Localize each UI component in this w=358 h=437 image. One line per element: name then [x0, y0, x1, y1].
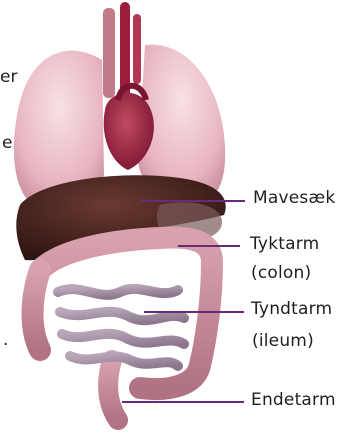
label-endetarm: Endetarm: [251, 390, 336, 410]
label-tyndtarm: Tyndtarm: [251, 299, 332, 319]
large-intestine: [33, 238, 213, 420]
label-colon: (colon): [251, 263, 311, 283]
label-tyktarm: Tyktarm: [250, 234, 319, 254]
edge-text-fragment: e: [2, 133, 12, 153]
edge-text-fragment: er: [0, 67, 17, 87]
edge-text-fragment: .: [3, 330, 8, 350]
small-intestine: [58, 289, 184, 366]
label-ileum: (ileum): [252, 331, 314, 351]
label-mavesaek: Mavesæk: [253, 188, 335, 208]
